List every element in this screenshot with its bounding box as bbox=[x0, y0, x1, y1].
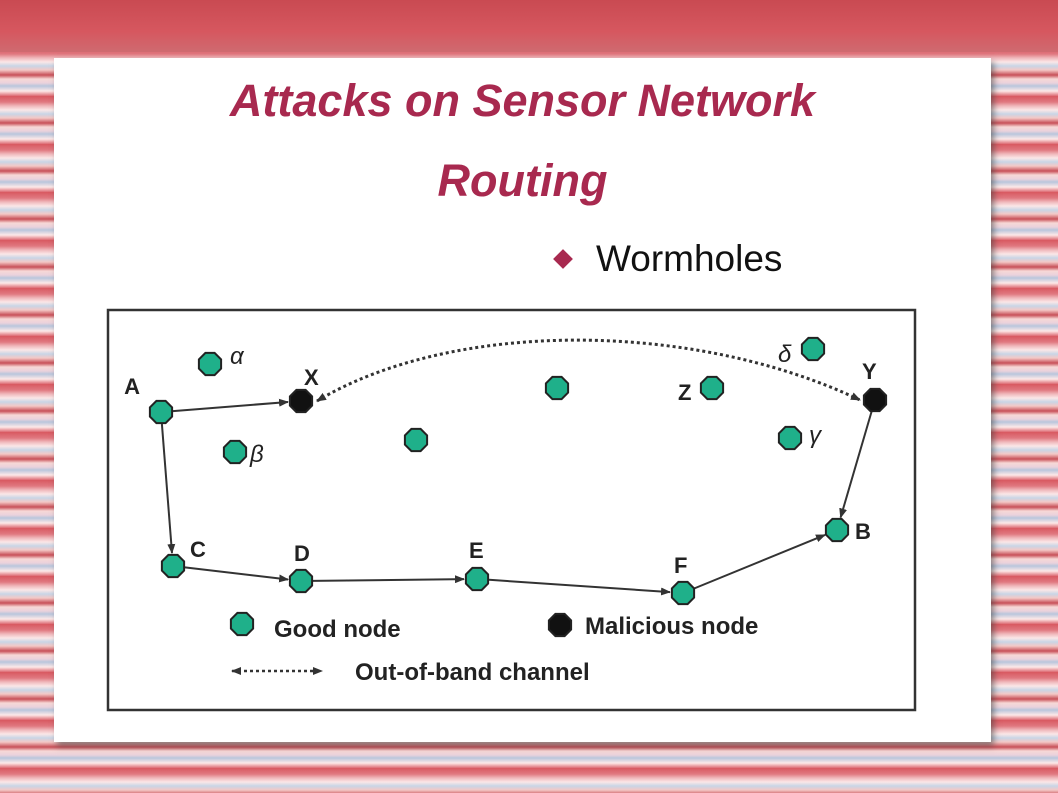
node-label-gamma: γ bbox=[809, 422, 823, 449]
edge-E-F bbox=[488, 578, 671, 596]
good-node-gamma bbox=[777, 425, 803, 451]
good-node-alpha bbox=[197, 351, 223, 377]
bullet-text: Wormholes bbox=[596, 238, 783, 279]
diagram-border bbox=[106, 308, 917, 712]
node-label-beta: β bbox=[249, 441, 264, 468]
good-node-C bbox=[160, 553, 186, 579]
legend-malicious-label: Malicious node bbox=[585, 613, 758, 640]
node-label-delta: δ bbox=[778, 341, 792, 368]
good-node-A bbox=[148, 399, 174, 425]
legend-malicious-node-icon bbox=[547, 612, 573, 638]
legend-good-label: Good node bbox=[274, 616, 401, 643]
node-label-Z: Z bbox=[678, 380, 691, 405]
malicious-node-Y bbox=[862, 387, 888, 413]
top-stripe-band bbox=[0, 0, 1058, 52]
out-of-band-channel-X-Y bbox=[316, 338, 861, 403]
diamond-bullet-icon bbox=[553, 249, 573, 269]
good-node-beta bbox=[222, 439, 248, 465]
slide-title-line-1: Attacks on Sensor Network bbox=[229, 75, 816, 126]
good-node-delta bbox=[800, 336, 826, 362]
malicious-node-X bbox=[288, 388, 314, 414]
node-label-F: F bbox=[674, 553, 687, 578]
wormhole-diagram: A C D E F B X Yα β δ γ Z Good node Malicious node O… bbox=[106, 308, 917, 712]
edge-Y-B bbox=[839, 411, 873, 519]
node-label-Y: Y bbox=[862, 359, 877, 384]
legend-good-node-icon bbox=[229, 611, 255, 637]
legend-channel-label: Out-of-band channel bbox=[355, 659, 590, 686]
node-label-alpha: α bbox=[230, 343, 245, 370]
edge-F-B bbox=[693, 533, 826, 590]
good-node-n1 bbox=[544, 375, 570, 401]
node-label-X: X bbox=[304, 365, 319, 390]
good-node-D bbox=[288, 568, 314, 594]
node-label-E: E bbox=[469, 538, 484, 563]
node-label-A: A bbox=[124, 374, 140, 399]
node-label-C: C bbox=[190, 537, 206, 562]
node-label-D: D bbox=[294, 541, 310, 566]
good-node-B bbox=[824, 517, 850, 543]
edge-A-X bbox=[172, 398, 289, 413]
bullet-item: Wormholes bbox=[552, 238, 783, 279]
slide-title-line-2: Routing bbox=[437, 155, 608, 206]
edge-C-D bbox=[184, 566, 290, 583]
edge-D-E bbox=[312, 575, 465, 584]
good-node-Z bbox=[699, 375, 725, 401]
node-label-B: B bbox=[855, 519, 871, 544]
edge-A-C bbox=[160, 423, 176, 554]
good-node-E bbox=[464, 566, 490, 592]
good-node-n2 bbox=[403, 427, 429, 453]
good-node-F bbox=[670, 580, 696, 606]
